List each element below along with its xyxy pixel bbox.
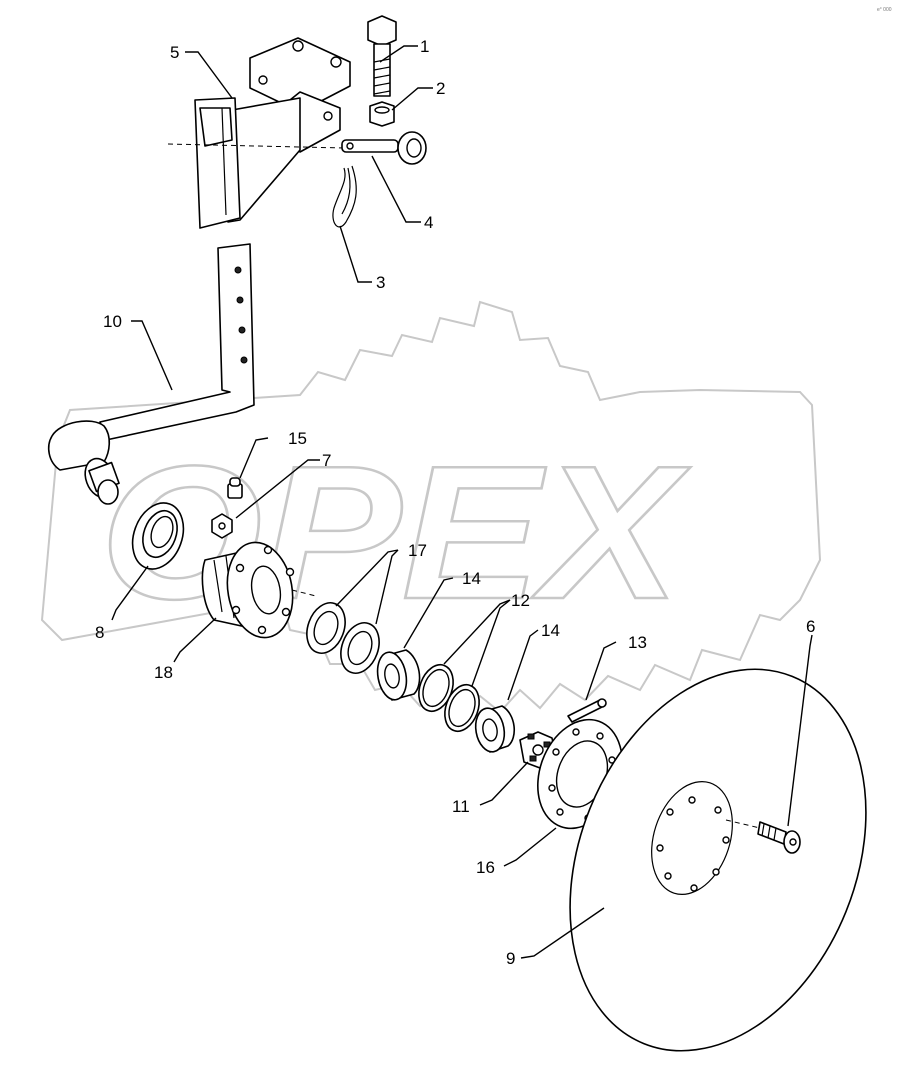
callout-14a: 14 bbox=[462, 569, 481, 588]
callout-18: 18 bbox=[154, 663, 173, 682]
callout-3: 3 bbox=[376, 273, 385, 292]
callout-16: 16 bbox=[476, 858, 495, 877]
part-12-rings bbox=[418, 663, 480, 733]
part-14-bearing-upper bbox=[376, 649, 421, 701]
callout-1: 1 bbox=[420, 37, 429, 56]
callout-13: 13 bbox=[628, 633, 647, 652]
part-1-bolt bbox=[367, 15, 397, 97]
part-14-bearing-lower bbox=[474, 705, 515, 753]
corner-mark: e° 000 bbox=[877, 7, 892, 13]
callout-4: 4 bbox=[424, 213, 433, 232]
callout-12: 12 bbox=[511, 591, 530, 610]
part-13-split-pin bbox=[567, 698, 607, 723]
part-2-nut bbox=[369, 101, 395, 127]
callout-11: 11 bbox=[452, 797, 470, 816]
callout-14b: 14 bbox=[541, 621, 560, 640]
callout-15: 15 bbox=[288, 429, 307, 448]
watermark-text: OPEX bbox=[100, 427, 691, 639]
callout-5: 5 bbox=[170, 43, 179, 62]
part-6-disc-bolt bbox=[757, 821, 801, 854]
callout-9: 9 bbox=[506, 949, 515, 968]
watermark: OPEX bbox=[40, 300, 822, 714]
part-5-mounting-bracket bbox=[167, 37, 351, 229]
watermark-gear bbox=[40, 300, 822, 714]
part-9-disc bbox=[569, 668, 867, 1052]
leader-lines bbox=[111, 45, 813, 959]
callouts: 1 2 3 4 5 6 7 8 9 10 11 12 13 14 14 15 1… bbox=[95, 37, 815, 968]
callout-10: 10 bbox=[103, 312, 122, 331]
part-18-hub bbox=[201, 541, 317, 639]
part-4-pin bbox=[341, 131, 427, 165]
callout-6: 6 bbox=[806, 617, 815, 636]
callout-2: 2 bbox=[436, 79, 445, 98]
part-8-seal bbox=[131, 502, 185, 570]
callout-17: 17 bbox=[408, 541, 427, 560]
callout-8: 8 bbox=[95, 623, 104, 642]
part-7-nut bbox=[211, 513, 233, 539]
part-3-hairpin-clip bbox=[332, 165, 357, 228]
callout-7: 7 bbox=[322, 451, 331, 470]
part-15-grease-nipple bbox=[227, 477, 243, 499]
part-10-arm bbox=[47, 243, 255, 505]
part-17-seals bbox=[306, 602, 380, 674]
